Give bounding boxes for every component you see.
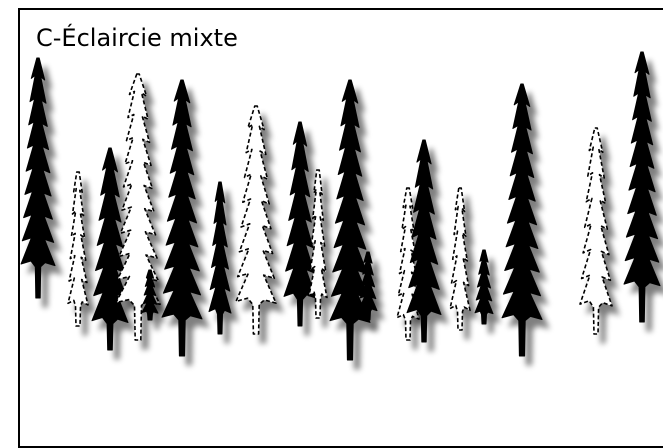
kept-tree-icon — [141, 269, 159, 321]
kept-tree-icon — [406, 139, 442, 343]
forest-illustration — [20, 51, 661, 361]
kept-tree-icon — [474, 249, 494, 325]
removed-tree-icon — [579, 127, 613, 335]
kept-tree-icon — [208, 181, 232, 335]
removed-tree-icon — [308, 169, 328, 319]
removed-tree-icon — [449, 187, 471, 331]
kept-tree-icon — [623, 51, 661, 323]
kept-tree-icon — [329, 79, 371, 361]
removed-tree-icon — [235, 105, 277, 335]
kept-tree-icon — [283, 121, 317, 327]
kept-tree-icon — [358, 251, 378, 321]
kept-tree-icon — [161, 79, 203, 357]
diagram-title: C-Éclaircie mixte — [36, 24, 238, 52]
kept-tree-icon — [501, 83, 543, 357]
kept-tree-icon — [91, 147, 129, 351]
removed-tree-icon — [67, 171, 89, 327]
kept-tree-icon — [20, 57, 56, 299]
